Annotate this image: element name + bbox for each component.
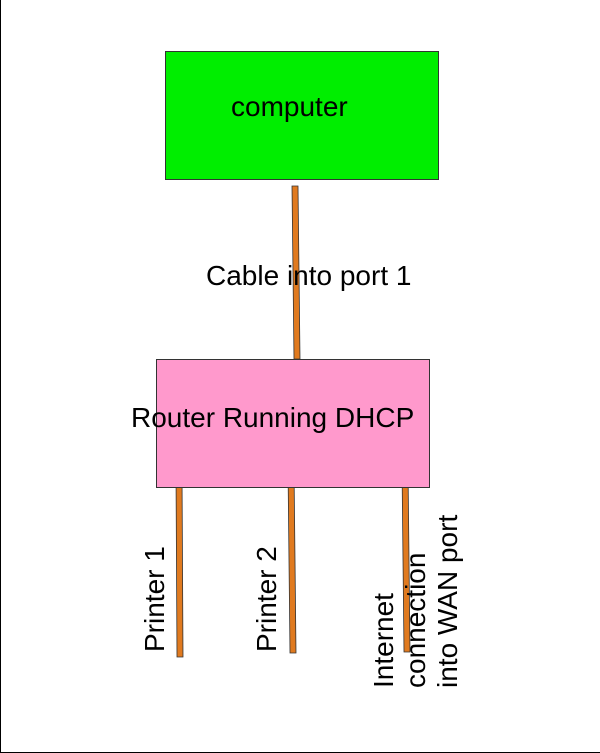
internet-connection-label: Internet connection into WAN port — [368, 515, 464, 688]
cable-printer-2 — [287, 467, 297, 654]
computer-node: computer — [165, 51, 439, 180]
internet-label-line-3: into WAN port — [432, 514, 463, 688]
printer-2-label: Printer 2 — [251, 546, 282, 652]
printer-1-label: Printer 1 — [139, 546, 170, 652]
internet-label-line-2: connection — [400, 552, 431, 688]
cable-printer-1 — [175, 471, 184, 658]
router-label: Router Running DHCP — [131, 402, 415, 433]
internet-label-line-1: Internet — [368, 593, 399, 688]
router-node: Router Running DHCP — [131, 359, 430, 488]
computer-label: computer — [231, 91, 348, 122]
cable-port1-label: Cable into port 1 — [206, 260, 412, 291]
